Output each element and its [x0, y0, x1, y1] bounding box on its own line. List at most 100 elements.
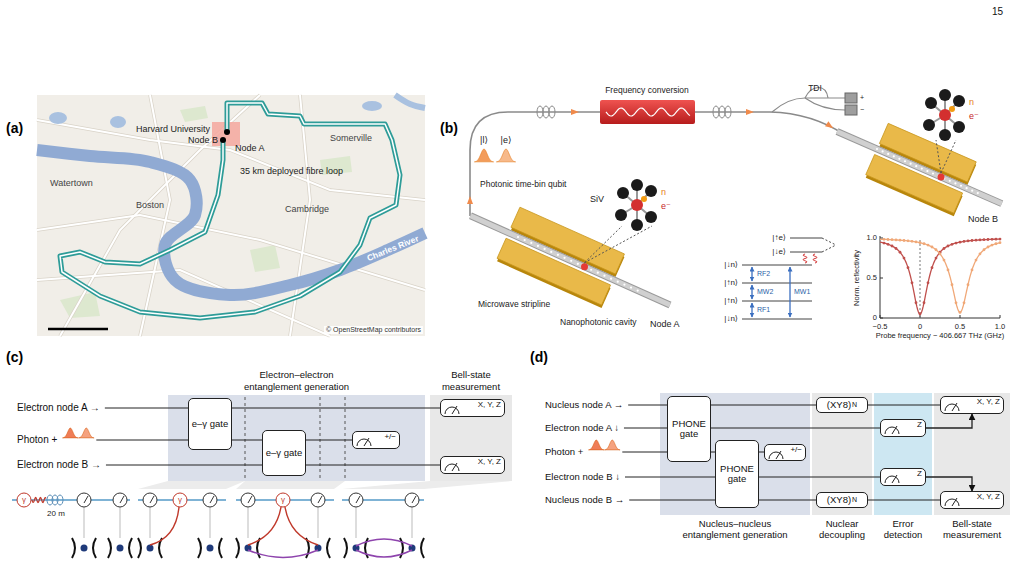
data-point [887, 238, 890, 241]
carbon-atom [953, 95, 965, 107]
cavity-mirror [327, 538, 330, 558]
photonic-crystal-hole [960, 185, 962, 187]
network-panel [467, 88, 1002, 309]
photonic-crystal-hole [550, 251, 552, 253]
level-label: |↓n⟩ [724, 260, 738, 269]
data-point [935, 257, 938, 260]
photonic-crystal-hole [949, 180, 951, 182]
fibre-coil [713, 106, 719, 118]
axis-title: Norm. reflectivity [853, 250, 862, 306]
photon-pulse [604, 440, 620, 450]
photon-pulse [63, 428, 79, 438]
node-stem [248, 507, 249, 538]
qubit-label: Photonic time-bin qubit [480, 180, 566, 190]
carbon-atom [953, 121, 965, 133]
park-area [250, 245, 280, 272]
transition-label: MW2 [757, 288, 773, 296]
zoom-leader [585, 226, 623, 263]
region-fill [812, 393, 872, 515]
node-label: Node B [188, 135, 218, 145]
place-label: Somerville [330, 133, 372, 143]
fibre-coil [549, 106, 555, 118]
tick-label: 1.0 [995, 323, 1005, 332]
wire-label: Nucleus node A → [545, 400, 623, 411]
box-text: Z [917, 421, 922, 430]
qubit-dot [147, 545, 154, 552]
spin-label: n [661, 187, 666, 197]
meter-icon [355, 434, 373, 447]
spin-label: e⁻ [969, 111, 979, 121]
fibre-coil [719, 106, 725, 118]
fibre-coil [537, 106, 543, 118]
fibre-label: 35 km deployed fibre loop [240, 166, 343, 176]
node-dot [224, 129, 230, 135]
gauge-icon [203, 493, 217, 507]
data-point [979, 238, 982, 241]
node-stem [318, 507, 319, 538]
data-point [883, 242, 886, 245]
entanglement-link [356, 550, 412, 557]
data-point [919, 313, 922, 316]
optical-fibre [470, 112, 600, 216]
qubit-wire [96, 440, 188, 441]
box-text: e–γ gate [266, 448, 302, 458]
carbon-atom [631, 219, 643, 231]
photonic-crystal-hole [617, 281, 619, 283]
transition-label: RF2 [757, 270, 770, 278]
stage-heading: Electron–electron entanglement generatio… [237, 369, 357, 392]
spin-label: e⁻ [661, 201, 671, 211]
entanglement-link [248, 507, 281, 545]
carbon-atom [939, 129, 951, 141]
photonic-crystal-hole [954, 182, 956, 184]
data-point [991, 244, 994, 247]
data-point [979, 252, 982, 255]
stage-name: Nucleus–nucleus entanglement generation [682, 518, 787, 540]
region-fill [874, 393, 932, 515]
node-stem [84, 507, 85, 538]
qubit-wire [622, 452, 667, 453]
meter-needle [952, 498, 957, 506]
data-point [927, 244, 930, 247]
level-label: |↑e⟩ [772, 233, 786, 242]
pond [362, 101, 382, 111]
gauge-icon [113, 493, 127, 507]
entanglement-link [285, 507, 318, 545]
data-point [951, 283, 954, 286]
node-stem [412, 507, 413, 538]
wire-label: Electron node A ↓ [545, 423, 619, 434]
tick-label: 0 [918, 323, 922, 332]
place-label: Boston [136, 200, 164, 210]
data-point [971, 239, 974, 242]
stage-heading: Bell-state measurement [433, 369, 509, 392]
tick-label: 1.0 [867, 234, 877, 243]
fit-curve [880, 239, 1000, 314]
mw-transition [789, 267, 790, 317]
river [395, 95, 425, 108]
data-point [999, 241, 1002, 244]
meter-arc [357, 439, 371, 446]
panel-letter: (c) [6, 349, 23, 365]
conversion-wave [606, 108, 690, 116]
gauge-icon [405, 493, 419, 507]
fan-band [342, 481, 512, 489]
photonic-crystal-hole [921, 168, 923, 170]
node-stem [210, 507, 211, 538]
fibre-coil [57, 495, 63, 505]
stage-region: Nucleus–nucleus entanglement generationP… [660, 393, 810, 515]
box-text: X, Y, Z [977, 398, 1000, 407]
node-illustrations [12, 481, 512, 558]
zoom-leader [941, 140, 956, 173]
meter-icon [767, 447, 785, 460]
nanophotonic-cavity [471, 216, 671, 305]
qubit-wire [306, 440, 352, 441]
data-point [915, 301, 918, 304]
node-stem [120, 507, 121, 538]
stage-name: Nuclear decoupling [819, 518, 865, 540]
meter-arc [885, 427, 899, 434]
data-point [951, 243, 954, 246]
gauge-needle [318, 496, 322, 503]
meter-arc [445, 407, 459, 414]
box-text: X, Y, Z [478, 401, 501, 410]
data-point [955, 301, 958, 304]
stage-region: Nuclear decoupling(XY8)N(XY8)N [812, 393, 872, 515]
